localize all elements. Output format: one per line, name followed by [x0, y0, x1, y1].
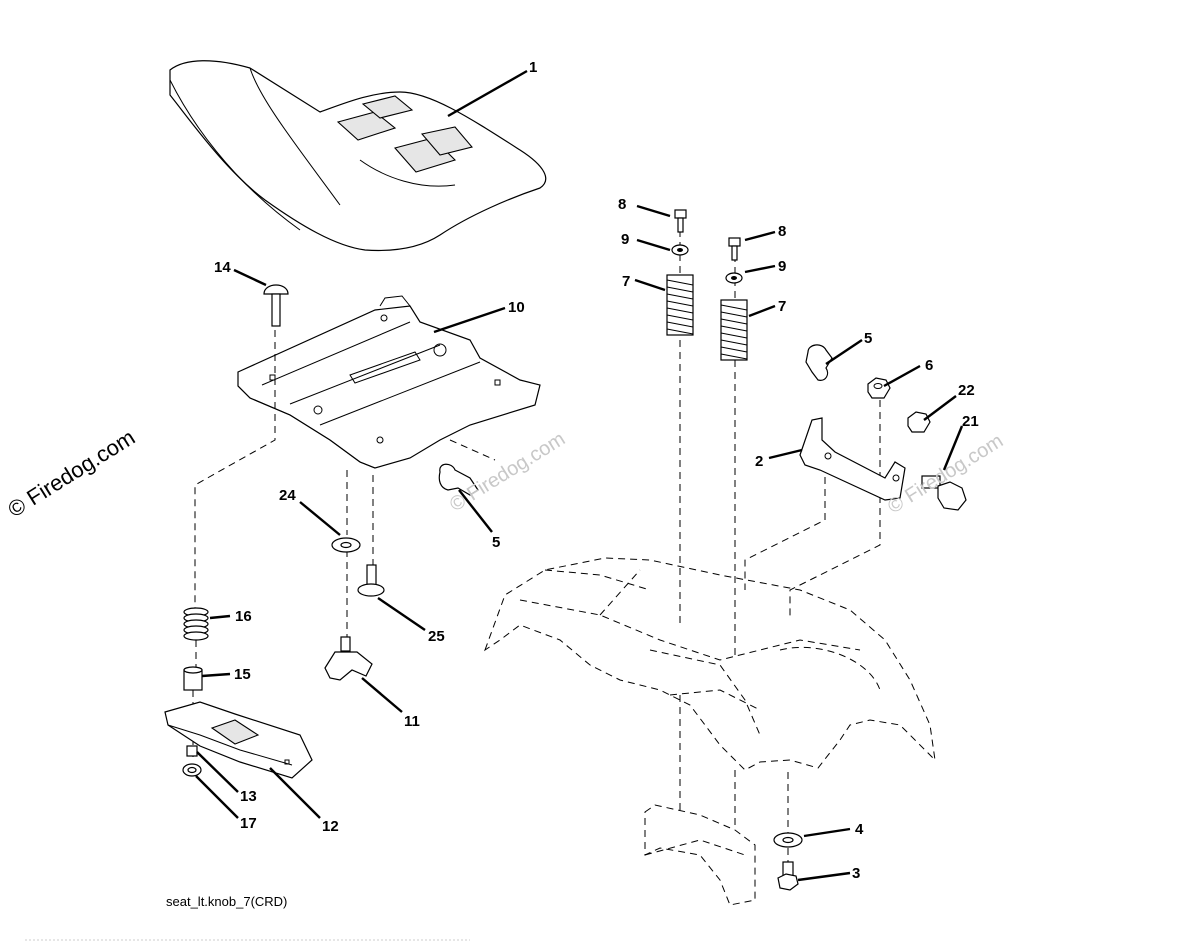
callout-25: 25: [428, 628, 445, 645]
screw-25: [357, 564, 385, 597]
spring-small: [183, 607, 209, 641]
callout-9-left: 9: [621, 231, 629, 248]
fender: [484, 557, 936, 771]
assembly-lines-right: [679, 230, 881, 870]
callout-8-left: 8: [618, 196, 626, 213]
spring-right: [720, 299, 748, 361]
spring-left: [666, 274, 694, 336]
callout-7-right: 7: [778, 298, 786, 315]
bolt-bottom: [777, 861, 799, 891]
spacer: [183, 666, 203, 691]
locknut: [182, 763, 202, 777]
washer-bottom: [773, 832, 803, 848]
washer-left: [671, 244, 689, 256]
callout-21: 21: [962, 413, 979, 430]
clip-right: [805, 344, 833, 381]
screw-left: [674, 209, 687, 233]
part-13: [186, 745, 198, 757]
callout-5-right: 5: [864, 330, 872, 347]
callout-22: 22: [958, 382, 975, 399]
callout-11: 11: [404, 713, 420, 730]
callout-14: 14: [214, 259, 231, 276]
assembly-lines-left: [192, 330, 496, 758]
callout-7-left: 7: [622, 273, 630, 290]
knob: [324, 636, 373, 681]
callout-16: 16: [235, 608, 252, 625]
callout-4: 4: [855, 821, 864, 838]
callout-9-right: 9: [778, 258, 786, 275]
callout-8-right: 8: [778, 223, 786, 240]
bracket: [799, 417, 906, 501]
callout-17: 17: [240, 815, 257, 832]
lower-bracket: [644, 804, 756, 906]
callout-12: 12: [322, 818, 339, 835]
seat: [169, 60, 547, 252]
callout-15: 15: [234, 666, 251, 683]
callout-24: 24: [279, 487, 296, 504]
callout-10: 10: [508, 299, 525, 316]
watermark-faint-center: © Firedog.com: [446, 428, 569, 516]
washer-right: [725, 272, 743, 284]
callout-3: 3: [852, 865, 860, 882]
callout-1: 1: [529, 59, 537, 76]
screw-right: [728, 237, 741, 261]
watermark: © Firedog.com: [3, 424, 139, 522]
shoulder-bolt: [921, 475, 967, 511]
slide-plate: [164, 701, 313, 779]
seat-pan: [237, 295, 541, 469]
callout-6: 6: [925, 357, 933, 374]
diagram-caption: seat_lt.knob_7(CRD): [166, 894, 287, 909]
carriage-bolt: [263, 284, 289, 327]
washer-24: [331, 537, 361, 553]
leader-lines: [195, 69, 964, 882]
clip-left: [438, 463, 479, 496]
callout-2: 2: [755, 453, 763, 470]
nut-22: [907, 411, 931, 433]
callout-labels: 1 2 3 4 5 5 6 7 7 8 8 9 9 10 11 12 13 14…: [214, 59, 979, 882]
callout-13: 13: [240, 788, 257, 805]
callout-5-left: 5: [492, 534, 500, 551]
nut-right: [867, 377, 891, 399]
